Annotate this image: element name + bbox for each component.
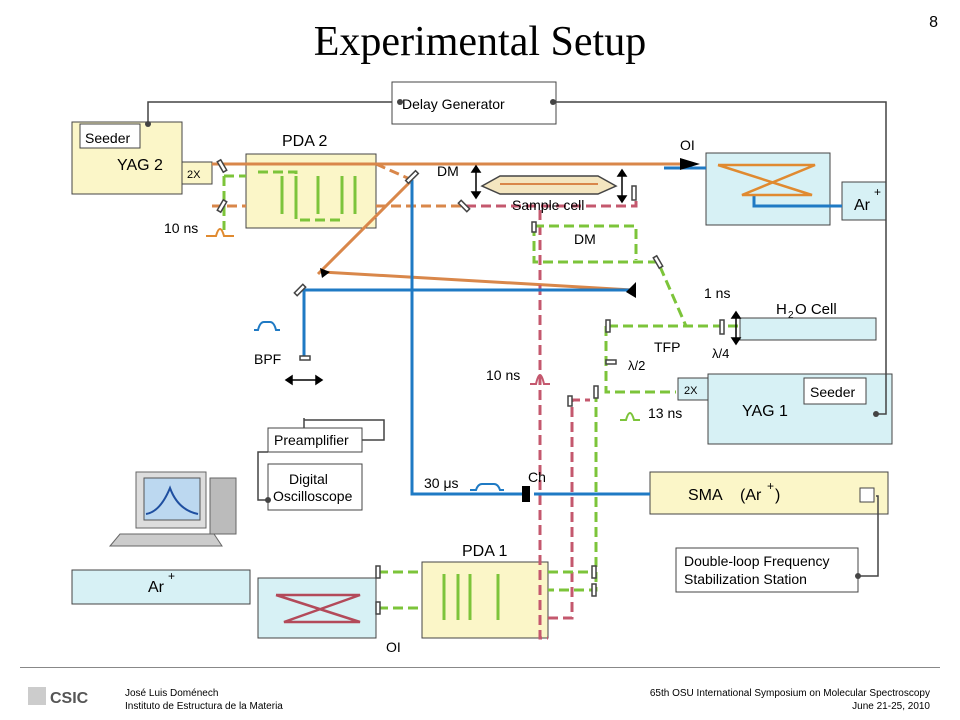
bpf-label: BPF: [254, 351, 281, 367]
svg-text:CSIC: CSIC: [50, 690, 89, 707]
lambda4-label: λ/4: [712, 346, 729, 361]
doubler-2x-bottom-box: [677, 377, 709, 401]
conference-name: 65th OSU International Symposium on Mole…: [649, 688, 930, 699]
sma-plus: +: [767, 479, 774, 493]
author-affiliation: Instituto de Estructura de la Materia: [125, 701, 283, 712]
h2o-cell-box: [739, 317, 877, 341]
digital-label: Digital: [289, 471, 328, 487]
seeder-top-box: [79, 123, 141, 149]
h2o-cell-o: O Cell: [795, 301, 837, 318]
experimental-setup-diagram: Delay Generator Seeder YAG 2 2X PDA 2 OI…: [71, 81, 893, 655]
argon-top-label: Ar: [854, 197, 871, 214]
pda1-label: PDA 1: [462, 543, 507, 560]
author-block: José Luis Doménech Instituto de Estructu…: [125, 687, 283, 713]
argon-bottom-box: [71, 569, 251, 605]
dm-mid-label: DM: [574, 231, 596, 247]
oi-bottom-label: OI: [386, 639, 401, 655]
sample-cell-label: Sample cell: [512, 197, 584, 213]
tfp-label: TFP: [654, 339, 680, 355]
csic-logo: CSIC: [28, 687, 89, 707]
sample-cell: [480, 175, 618, 195]
sma-close: ): [775, 487, 780, 504]
author-name: José Luis Doménech: [125, 688, 219, 699]
computer-icon: [108, 471, 237, 547]
h2o-cell-2: 2: [788, 310, 794, 321]
ch-label: Ch: [528, 469, 546, 485]
sma-label: SMA: [688, 487, 723, 504]
dm-top-label: DM: [437, 163, 459, 179]
pulse-10ns-mid-label: 10 ns: [486, 367, 520, 383]
double-loop-box: [675, 547, 859, 593]
footer-rule: [20, 667, 940, 668]
ccd-detector-icon: [859, 487, 875, 503]
pda2-label: PDA 2: [282, 133, 327, 150]
seeder-top-label: Seeder: [85, 130, 130, 146]
pulse-30us-label: 30 μs: [424, 475, 459, 491]
slide-title: Experimental Setup: [313, 19, 647, 65]
yag1-label: YAG 1: [742, 403, 788, 420]
sma-box: [649, 471, 889, 515]
oscilloscope-label: Oscilloscope: [273, 488, 353, 504]
seeder-bottom-label: Seeder: [810, 384, 855, 400]
delay-generator-label: Delay Generator: [402, 96, 505, 112]
argon-top-plus: +: [874, 185, 881, 199]
oscilloscope-box: [267, 463, 363, 511]
h2o-cell-h: H: [776, 301, 787, 318]
double-loop-line1: Double-loop Frequency: [684, 553, 830, 569]
argon-top-box: [841, 181, 887, 221]
doubler-2x-bottom-label: 2X: [684, 385, 698, 397]
argon-bottom-label: Ar: [148, 579, 165, 596]
seeder-bottom-box: [803, 377, 867, 405]
oi-top-label: OI: [680, 137, 695, 153]
pda1-box: [421, 561, 549, 639]
yag2-label: YAG 2: [117, 157, 163, 174]
doubler-2x-top-box: [181, 161, 213, 185]
pulse-1ns-label: 1 ns: [704, 285, 730, 301]
pulse-13ns-label: 13 ns: [648, 405, 682, 421]
conference-dates: June 21-25, 2010: [852, 701, 930, 712]
sma-ar-label: (Ar: [740, 487, 762, 504]
argon-bottom-plus: +: [168, 569, 175, 583]
doubler-2x-top-label: 2X: [187, 169, 201, 181]
conference-block: 65th OSU International Symposium on Mole…: [650, 687, 930, 713]
pulse-10ns-left-label: 10 ns: [164, 220, 198, 236]
preamplifier-label: Preamplifier: [274, 432, 349, 448]
delay-generator-box: [391, 81, 557, 125]
double-loop-line2: Stabilization Station: [684, 571, 807, 587]
lambda2-label: λ/2: [628, 358, 645, 373]
slide-number: 8: [929, 14, 938, 31]
